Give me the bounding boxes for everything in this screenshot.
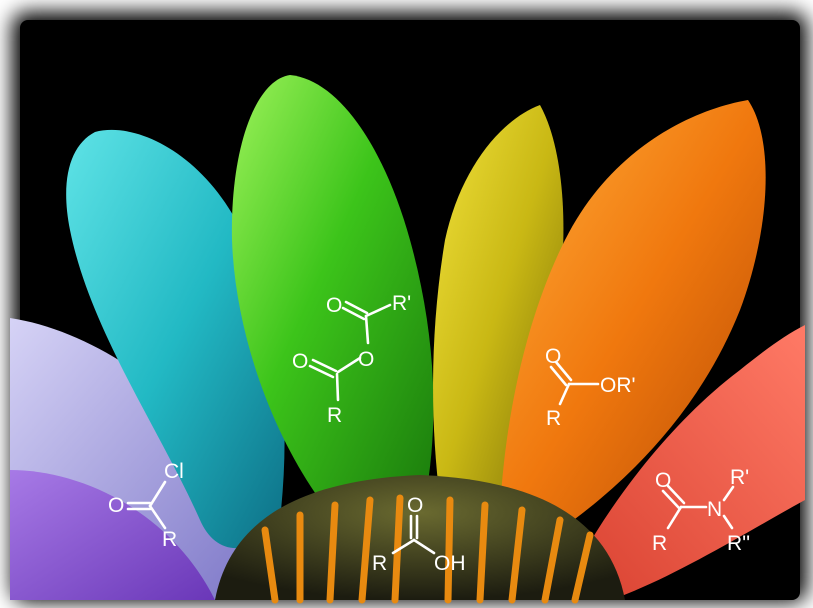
anhydride-o-top: O — [326, 294, 342, 317]
anhydride-o-bridge: O — [358, 348, 374, 371]
flower-center — [215, 475, 625, 600]
acid-chloride-cl: Cl — [164, 460, 184, 483]
acid-chloride-r: R — [162, 528, 177, 551]
orange-petal — [500, 100, 766, 530]
amide-n: N — [707, 498, 722, 521]
purple-petal — [10, 470, 215, 600]
anhydride-o-bottom: O — [292, 350, 308, 373]
red-petal — [560, 325, 805, 600]
cyan-petal — [66, 129, 285, 549]
acid-chloride-o: O — [108, 494, 124, 517]
carboxylic-acid-structure: O R OH — [372, 494, 466, 575]
anhydride-r-prime: R' — [392, 292, 411, 315]
anhydride-structure: O R' O O R — [292, 292, 411, 427]
ester-r: R — [546, 407, 561, 430]
carboxylic-acid-o: O — [407, 494, 423, 517]
anhydride-r: R — [327, 404, 342, 427]
carboxylic-acid-r: R — [372, 552, 387, 575]
carboxylic-acid-oh: OH — [434, 552, 466, 575]
amide-r-prime: R' — [730, 466, 749, 489]
amide-r-double-prime: R'' — [727, 532, 750, 555]
amide-structure: O N R' R'' R — [652, 466, 750, 555]
stamens — [261, 494, 594, 604]
amide-r: R — [652, 532, 667, 555]
ester-or-prime: OR' — [600, 374, 636, 397]
acid-chloride-structure: O Cl R — [108, 460, 184, 551]
green-petal — [231, 75, 434, 515]
ester-structure: O OR' R — [545, 345, 636, 430]
